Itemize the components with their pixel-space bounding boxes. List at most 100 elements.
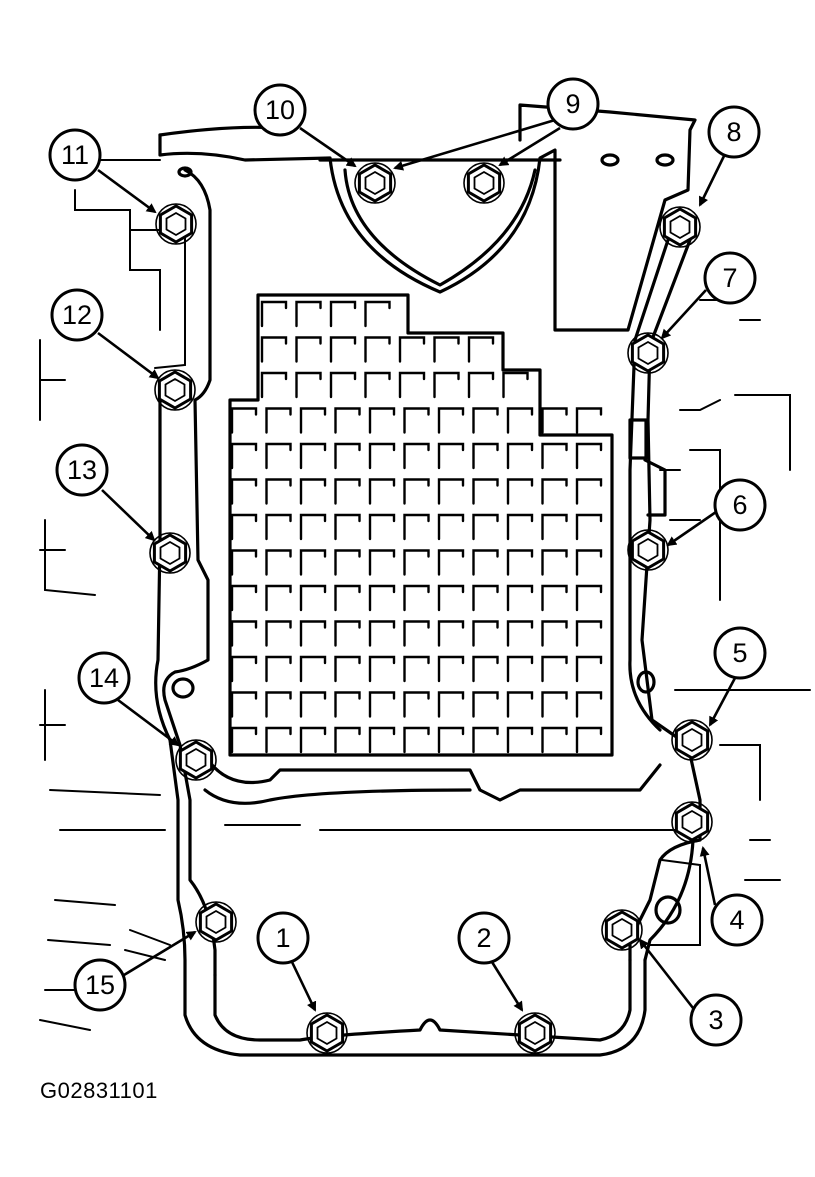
baffle-cell: [437, 407, 465, 434]
baffle-cell: [260, 371, 288, 399]
callout-11: 11: [48, 128, 102, 182]
baffle-cell: [403, 726, 430, 754]
callout-3: 3: [689, 993, 743, 1047]
baffle-cell: [230, 584, 258, 612]
bolt-13: [149, 532, 191, 574]
svg-text:4: 4: [729, 905, 744, 935]
baffle-cell: [299, 407, 327, 434]
baffle-cell: [437, 726, 465, 754]
baffle-cell: [299, 620, 327, 647]
baffle-cell: [265, 655, 292, 683]
baffle-cell: [433, 336, 460, 363]
baffle-cell: [334, 442, 361, 470]
svg-text:6: 6: [732, 490, 747, 520]
svg-text:8: 8: [726, 117, 741, 147]
bolt-1: [306, 1012, 348, 1054]
baffle-cell: [334, 407, 361, 434]
baffle-cell: [403, 549, 430, 576]
baffle-cell: [541, 584, 568, 612]
baffle-cell: [506, 584, 534, 612]
leader-5: [708, 677, 737, 727]
baffle-cell: [230, 442, 258, 470]
baffle-cell: [265, 513, 292, 541]
leader-15: [123, 930, 197, 977]
baffle-cell: [403, 513, 430, 541]
baffle-cell: [403, 478, 430, 505]
baffle-cell: [368, 655, 396, 683]
svg-text:7: 7: [722, 263, 737, 293]
leader-10: [299, 126, 357, 168]
baffle-cell: [437, 655, 465, 683]
baffle-cell: [437, 513, 465, 541]
baffle-cell: [368, 407, 396, 434]
baffle-cell: [506, 549, 534, 576]
callout-group: 1 2 3 4 5 6 7 8 9 10 11 12 13 14 15: [48, 77, 767, 1047]
baffle-cell: [368, 620, 396, 647]
baffle-cell: [437, 478, 465, 505]
baffle-cell: [541, 655, 568, 683]
baffle-cell: [472, 478, 499, 505]
callout-15: 15: [73, 958, 127, 1012]
baffle-cell: [230, 726, 258, 754]
callout-9: 9: [546, 77, 600, 131]
baffle-cell: [334, 726, 361, 754]
oil-pan-outline: [39, 103, 811, 1057]
baffle-cell: [295, 336, 322, 363]
leader-4: [699, 846, 717, 906]
callout-7: 7: [703, 251, 757, 305]
baffle-cell: [506, 442, 534, 470]
callout-10: 10: [253, 83, 307, 137]
baffle-cell: [265, 691, 292, 718]
baffle-cell: [575, 691, 603, 718]
svg-text:13: 13: [67, 455, 97, 485]
baffle-cell: [541, 549, 568, 576]
baffle-cell: [364, 336, 391, 363]
baffle-cell: [472, 407, 499, 434]
baffle-cell: [299, 442, 327, 470]
baffle-cell: [437, 584, 465, 612]
baffle-cell: [265, 620, 292, 647]
baffle-cell: [230, 513, 258, 541]
svg-text:11: 11: [61, 140, 89, 170]
baffle-cell: [437, 620, 465, 647]
baffle-cell: [433, 371, 460, 399]
bolt-7: [627, 332, 669, 374]
bolt-12: [154, 369, 196, 411]
svg-text:10: 10: [265, 95, 295, 125]
baffle-cell: [368, 691, 396, 718]
leader-9b: [393, 118, 556, 171]
baffle-cell: [334, 584, 361, 612]
baffle-cell: [334, 478, 361, 505]
leader-6: [666, 510, 717, 547]
baffle-cell: [364, 371, 391, 399]
baffle-cell: [260, 336, 288, 363]
baffle-cell: [299, 691, 327, 718]
baffle-cell: [299, 478, 327, 505]
bolt-2: [514, 1012, 556, 1054]
baffle-cell: [295, 300, 322, 328]
svg-text:1: 1: [275, 923, 290, 953]
svg-text:3: 3: [708, 1005, 723, 1035]
baffle-cell: [265, 584, 292, 612]
baffle-cell: [541, 620, 568, 647]
callout-4: 4: [710, 893, 764, 947]
callout-12: 12: [50, 288, 104, 342]
svg-text:5: 5: [732, 638, 747, 668]
baffle-cell: [472, 691, 499, 718]
bolt-11: [155, 203, 197, 245]
leader-11: [97, 168, 157, 214]
baffle-cell: [403, 620, 430, 647]
baffle-cell: [230, 407, 258, 434]
baffle-cell: [506, 620, 534, 647]
baffle-cell: [506, 478, 534, 505]
bolt-5: [671, 719, 713, 761]
svg-text:9: 9: [565, 89, 580, 119]
baffle-cell: [364, 300, 391, 328]
baffle-cell: [329, 336, 357, 363]
baffle-cell: [334, 513, 361, 541]
baffle-cell: [506, 691, 534, 718]
leader-12: [97, 331, 160, 380]
baffle-cell: [575, 726, 603, 754]
baffle-cell: [334, 620, 361, 647]
baffle-cell: [575, 442, 603, 470]
